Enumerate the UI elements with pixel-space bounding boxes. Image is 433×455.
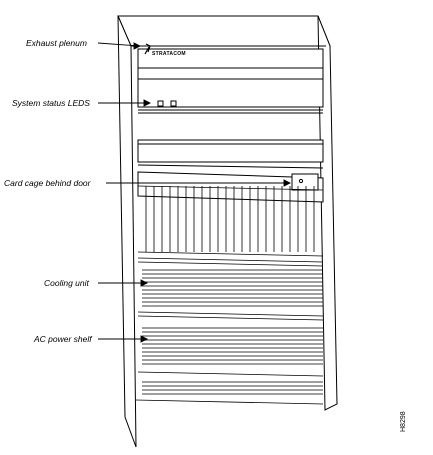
label-exhaust-plenum: Exhaust plenum: [26, 38, 87, 48]
label-system-status-leds: System status LEDS: [12, 98, 90, 108]
cabinet-left-side: [117, 15, 137, 448]
led-panel: [137, 78, 324, 114]
cabinet-right-side: [317, 15, 338, 411]
cooling-unit-grille: [137, 257, 324, 321]
ac-power-shelf-grille: [135, 327, 324, 405]
label-ac-power-shelf: AC power shelf: [34, 334, 92, 344]
status-led-1: [157, 100, 164, 107]
status-led-2: [170, 100, 177, 107]
figure-id: H8298: [400, 411, 407, 432]
card-slots: [137, 185, 324, 257]
brand-label: STRATACOM: [152, 51, 186, 57]
label-cooling-unit: Cooling unit: [44, 278, 89, 288]
cabinet-top: [117, 15, 331, 47]
exhaust-plenum: [137, 43, 324, 80]
callout-leaders: [97, 42, 292, 343]
label-card-cage: Card cage behind door: [4, 178, 91, 188]
card-cage-door: [137, 139, 324, 203]
brand-logo-icon: [144, 43, 151, 55]
